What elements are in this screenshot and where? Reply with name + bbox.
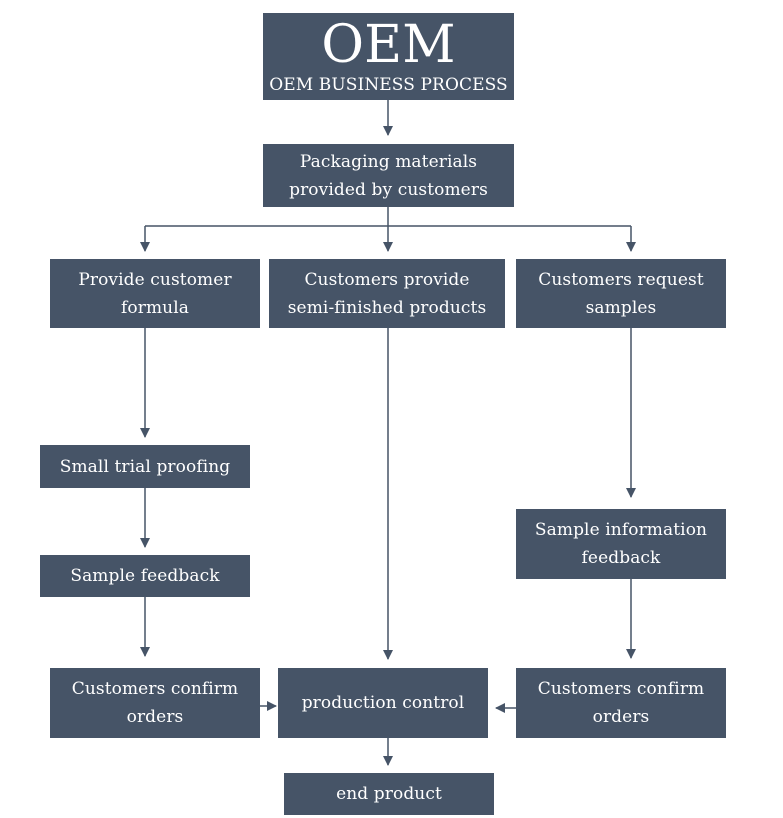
node-request-samples: Customers request samples [516,259,726,328]
node-confirm-left: Customers confirm orders [50,668,260,738]
node-confirm-right: Customers confirm orders [516,668,726,738]
title-box: OEM OEM BUSINESS PROCESS [263,13,514,100]
node-formula: Provide customer formula [50,259,260,328]
node-trial: Small trial proofing [40,445,250,488]
node-production: production control [278,668,488,738]
node-semi-finished: Customers provide semi-finished products [269,259,505,328]
node-sample-info: Sample information feedback [516,509,726,579]
node-sample-feedback: Sample feedback [40,555,250,597]
node-end-product: end product [284,773,494,815]
title-subtitle: OEM BUSINESS PROCESS [269,74,508,95]
title-main: OEM [321,14,456,75]
node-packaging: Packaging materials provided by customer… [263,144,514,207]
